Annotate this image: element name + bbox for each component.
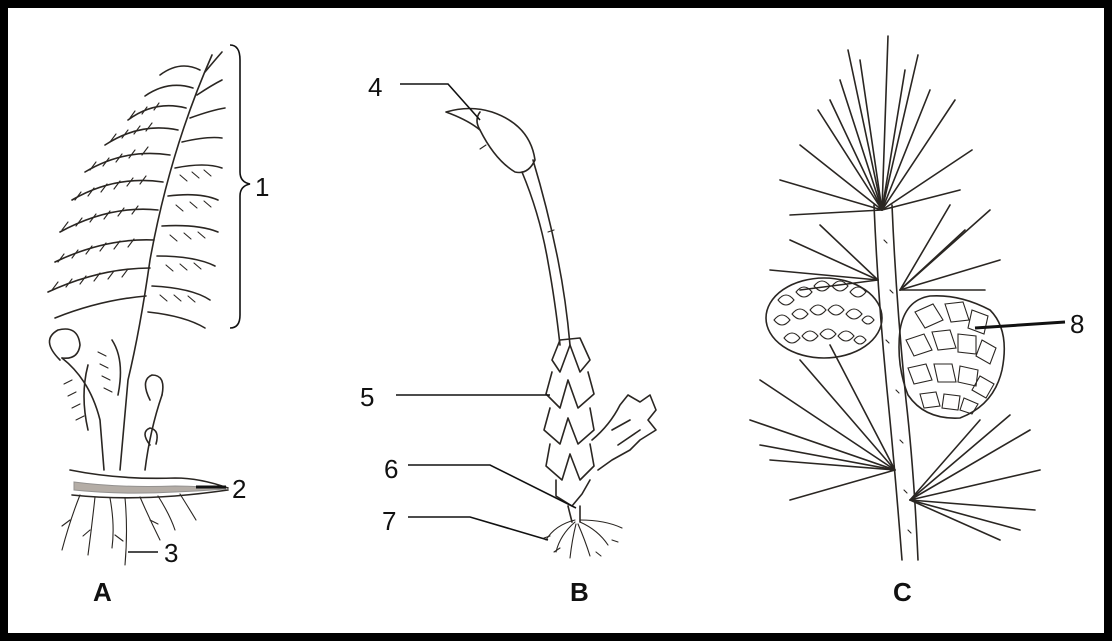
panel-b-label: B: [570, 577, 589, 607]
pine-cone-left: [766, 278, 882, 358]
moss-capsule: [446, 109, 535, 173]
callout-1-bracket: [230, 45, 250, 328]
callout-8-leader: [975, 322, 1065, 328]
callout-8-label: 8: [1070, 309, 1084, 339]
callout-1-label: 1: [255, 172, 269, 202]
callout-6-label: 6: [384, 454, 398, 484]
moss-seta: [533, 160, 570, 345]
pine-branch: [874, 205, 902, 560]
pine-cone-right: [899, 296, 1004, 418]
fern-drawing: [48, 45, 250, 565]
pine-needles: [750, 36, 1040, 540]
callout-3-label: 3: [164, 538, 178, 568]
callout-7-leader: [408, 517, 548, 540]
callout-2-label: 2: [232, 474, 246, 504]
panel-a-label: A: [93, 577, 112, 607]
moss-leafy-shoot: [544, 338, 656, 506]
panel-c-label: C: [893, 577, 912, 607]
fern-rachis: [120, 55, 212, 470]
moss-rhizoids: [544, 520, 622, 558]
callout-4-leader: [400, 84, 480, 120]
moss-drawing: [396, 84, 656, 558]
callout-7-label: 7: [382, 506, 396, 536]
callout-5-label: 5: [360, 382, 374, 412]
callout-6-leader: [408, 465, 576, 508]
callout-4-label: 4: [368, 72, 382, 102]
pine-drawing: [750, 36, 1065, 560]
